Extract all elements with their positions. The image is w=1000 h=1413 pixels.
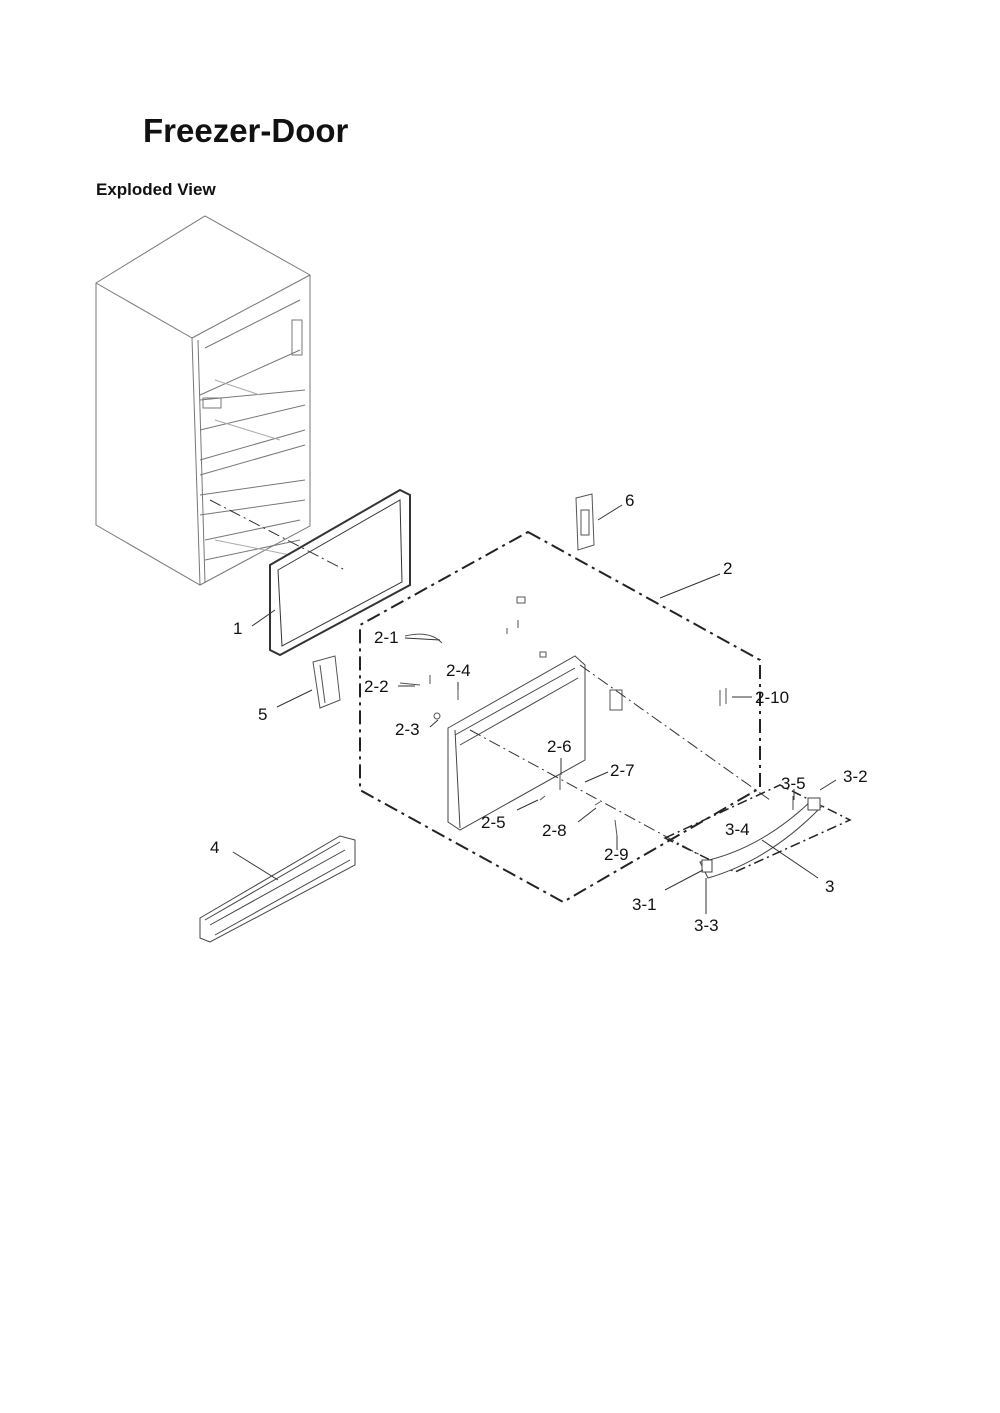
callout-2-6: 2-6 xyxy=(547,737,572,756)
callout-3-1: 3-1 xyxy=(632,895,657,914)
callout-1: 1 xyxy=(233,619,243,638)
hinge-part-5 xyxy=(312,655,341,709)
handle-assembly-outline-part-3 xyxy=(663,784,852,873)
callout-3: 3 xyxy=(825,877,835,896)
gasket-part-1 xyxy=(269,488,411,657)
callout-3-2: 3-2 xyxy=(843,767,868,786)
callout-3-4: 3-4 xyxy=(725,820,750,839)
refrigerator-cabinet xyxy=(95,215,311,586)
callout-5: 5 xyxy=(258,705,268,724)
callout-2-3: 2-3 xyxy=(395,720,420,739)
page-subtitle: Exploded View xyxy=(96,180,216,199)
door-assembly-outline-part-2 xyxy=(359,530,761,904)
callout-2-5: 2-5 xyxy=(481,813,506,832)
callout-2: 2 xyxy=(723,559,733,578)
callout-2-7: 2-7 xyxy=(610,761,635,780)
callout-2-9: 2-9 xyxy=(604,845,629,864)
callout-6: 6 xyxy=(625,491,635,510)
page-title: Freezer-Door xyxy=(143,112,349,149)
door-small-parts xyxy=(399,596,727,837)
callout-2-4: 2-4 xyxy=(446,661,471,680)
callout-4: 4 xyxy=(210,838,220,857)
callout-2-8: 2-8 xyxy=(542,821,567,840)
rail-part-4 xyxy=(199,835,356,943)
bracket-part-6 xyxy=(575,493,595,551)
callout-2-2: 2-2 xyxy=(364,677,389,696)
leader-lines xyxy=(232,504,837,914)
door-panel xyxy=(447,655,586,831)
callout-2-10: 2-10 xyxy=(755,688,790,707)
handle-part-3 xyxy=(699,796,823,879)
callout-3-3: 3-3 xyxy=(694,916,719,935)
callout-3-5: 3-5 xyxy=(781,774,806,793)
callout-2-1: 2-1 xyxy=(374,628,399,647)
